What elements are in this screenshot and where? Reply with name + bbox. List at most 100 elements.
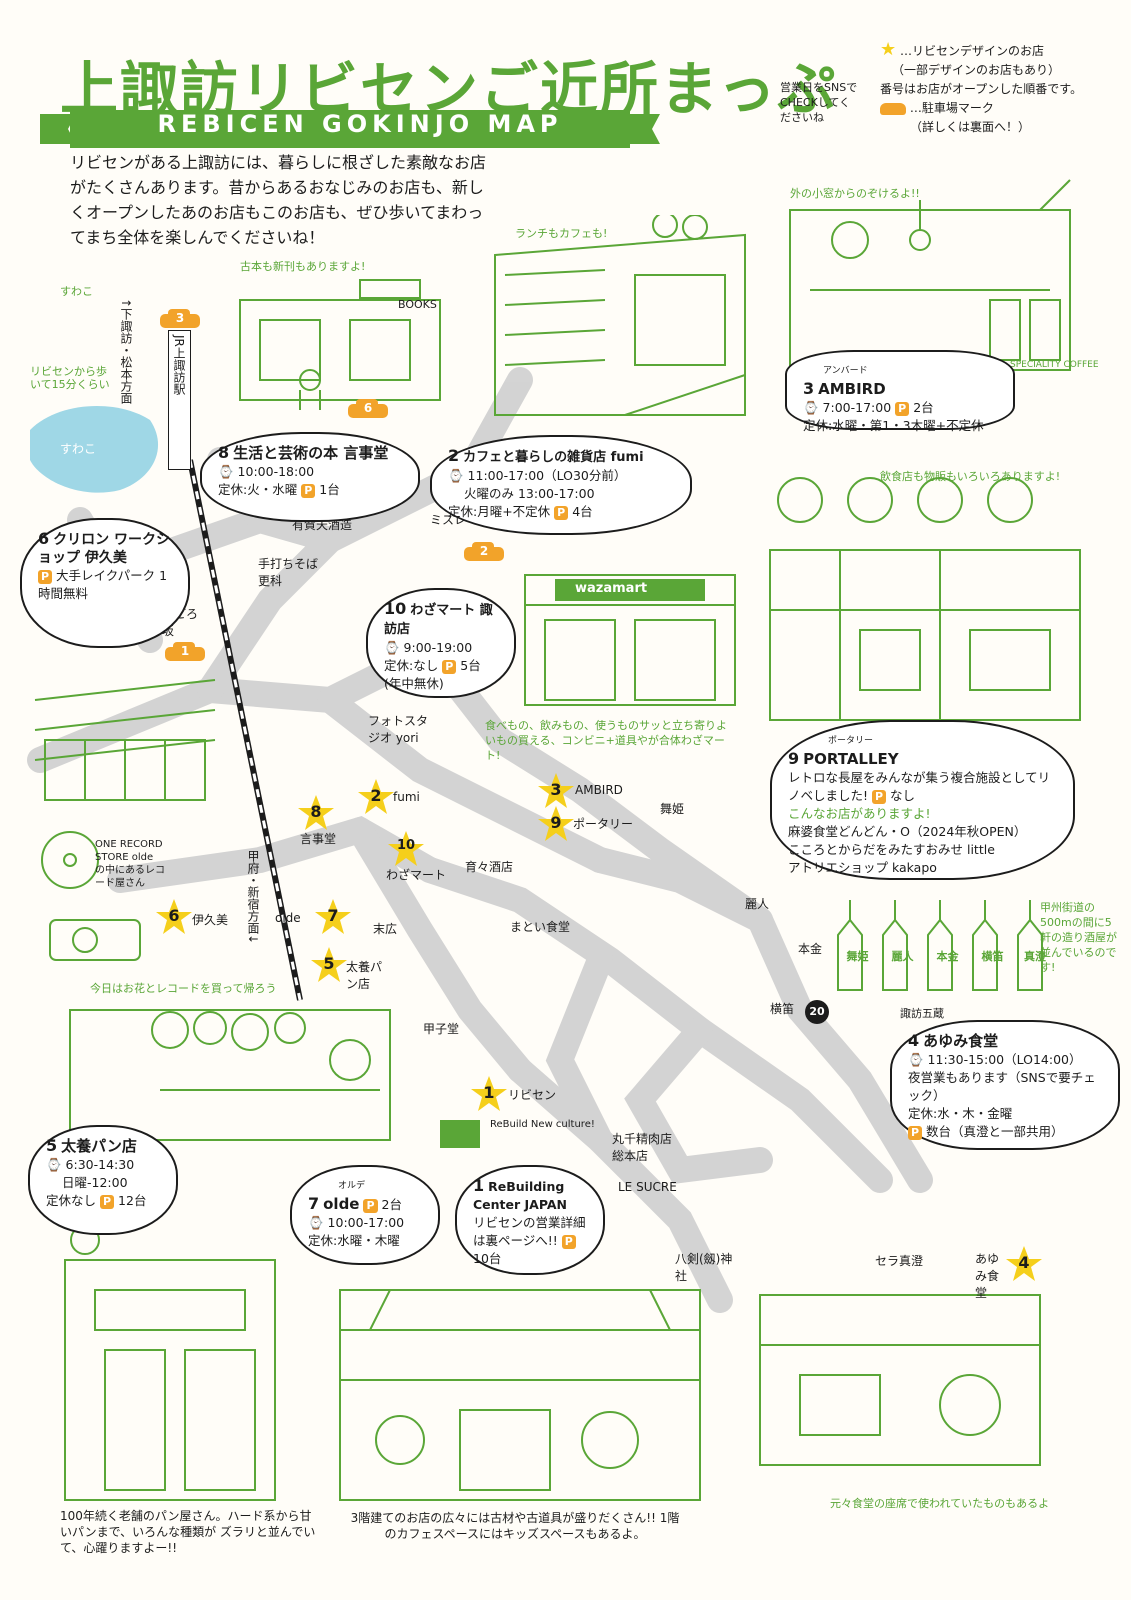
parking-icon: P [442, 660, 457, 674]
marker-label: あゆみ食堂 [975, 1252, 1000, 1300]
shop-bubble-9[interactable]: ポータリー 9 PORTALLEY レトロな長屋をみんなが集う複合施設としてリノ… [770, 720, 1075, 880]
marker-3[interactable]: 3 [537, 772, 575, 810]
title-ribbon [40, 110, 660, 148]
shop-bubble-3[interactable]: アンバード 3 AMBIRD ⌚ 7:00-17:00 P 2台 定休:水曜・第… [785, 350, 1015, 433]
legend-star-sub: （一部デザインのお店もあり） [892, 63, 1061, 77]
marker-label: 言事堂 [300, 832, 337, 846]
shop-bubble-10[interactable]: 10 わざマート 諏訪店 ⌚ 9:00-19:00 定休:なし P 5台 (年中… [366, 588, 516, 698]
shop-num: 8 [218, 443, 230, 462]
wazamart-note: 食べもの、飲みもの、使うものサッと立ち寄りよいもの買える、コンビニ+道具やが合体… [485, 719, 727, 762]
shop-parking: 2台 [381, 1197, 402, 1212]
shop-parking: 5台 [460, 658, 481, 673]
shop-hours: 9:00-19:00 [403, 640, 473, 655]
bakery-scene-illustration [64, 1225, 276, 1501]
shop-parking: なし [890, 788, 916, 803]
flower-note: 今日はお花とレコードを買って帰ろう [90, 982, 277, 995]
parking-icon: P [100, 1195, 115, 1209]
shop-label: LE SUCRE [618, 1180, 677, 1194]
marker-label: ポータリー [573, 817, 634, 831]
sake-brand: 舞姫 [846, 950, 869, 963]
parking-icon: P [363, 1199, 378, 1213]
station-label: JR上諏訪駅 [168, 330, 191, 470]
parking-car-icon[interactable]: 6 [346, 398, 390, 420]
shop-bubble-1[interactable]: 1 ReBuilding Center JAPAN リビセンの営業詳細は裏ページ… [455, 1165, 605, 1275]
parking-car-icon[interactable]: 3 [158, 308, 202, 330]
record-note: ONE RECORD STORE olde の中にあるレコード屋さん [95, 839, 165, 889]
shop-closed: 定休なし [46, 1193, 97, 1208]
shop-label: 甲子堂 [423, 1022, 460, 1036]
marker-number: 4 [1018, 1253, 1030, 1272]
shop-bubble-8[interactable]: 8 生活と芸術の本 言事堂 ⌚ 10:00-18:00 定休:火・水曜 P 1台 [200, 432, 420, 522]
shop-bubble-6[interactable]: 6 クリロン ワークショップ 伊久美 P 大手レイクパーク 1時間無料 [20, 518, 190, 648]
marker-1[interactable]: 1 [470, 1075, 508, 1113]
shop-hours: 6:30-14:30 [65, 1157, 135, 1172]
marker-number: 3 [550, 780, 562, 799]
marker-label: 太養パン店 [346, 960, 383, 991]
shop-name: クリロン ワークショップ 伊久美 [38, 532, 170, 566]
coffee-note: 外の小窓からのぞけるよ!! [790, 187, 920, 200]
sake-brand: 本金 [936, 950, 959, 963]
shop-label: 育々酒店 [465, 860, 514, 874]
shop-label: フォトスタジオ yori [368, 714, 429, 745]
shop-hours: 11:30-15:00（LO14:00） [927, 1052, 1082, 1067]
parking-car-icon[interactable]: 2 [462, 541, 506, 563]
shop-bubble-7[interactable]: オルデ 7 olde P 2台 ⌚ 10:00-17:00 定休:水曜・木曜 [290, 1165, 440, 1265]
shop-num: 7 [308, 1194, 320, 1213]
shop-parking: 1台 [319, 482, 340, 497]
shop-parking: 12台 [118, 1193, 147, 1208]
books-note: 古本も新刊もありますよ! [240, 260, 366, 273]
sake-brand-row: 舞姫 麗人 本金 横笛 真澄 [835, 948, 1055, 964]
marker-5[interactable]: 5 [310, 946, 348, 984]
shop-num: 4 [908, 1031, 920, 1050]
parking-icon: P [872, 790, 887, 804]
shop-parking: 10台 [473, 1251, 502, 1266]
marker-7[interactable]: 7 [314, 898, 352, 936]
shop-label: まとい食堂 [510, 920, 571, 934]
sake-brand: 横笛 [981, 950, 1004, 963]
parking-icon: P [895, 402, 910, 416]
specialty-label: SPECIALITY COFFEE [1010, 360, 1099, 370]
shop-bubble-5[interactable]: 5 太養パン店 ⌚ 6:30-14:30 日曜-12:00 定休なし P 12台 [28, 1125, 178, 1235]
kofu-direction: 甲府・新宿方面↓ [246, 850, 260, 945]
sns-note: 営業日をSNSでCHECKしてくださいね [780, 81, 858, 124]
parking-icon: P [301, 484, 316, 498]
marker-9[interactable]: 9 [537, 805, 575, 843]
shop-num: 2 [448, 446, 460, 465]
shop-label: 舞姫 [660, 802, 685, 816]
marker-number: 7 [327, 906, 339, 925]
shop-bubble-2[interactable]: 2 カフェと暮らしの雑貨店 fumi ⌚ 11:00-17:00（LO30分前）… [430, 435, 692, 535]
shop-name: ReBuilding Center JAPAN [473, 1179, 567, 1212]
car-number: 6 [363, 401, 373, 415]
marker-10[interactable]: 10 [387, 830, 425, 868]
marker-label: olde [275, 911, 301, 925]
shop-name: olde [323, 1195, 360, 1213]
marker-8[interactable]: 8 [297, 794, 335, 832]
marker-number: 5 [323, 954, 335, 973]
shop-hours-2: 夜営業もあります（SNSで要チェック） [908, 1070, 1096, 1103]
ayumi-scene-illustration [759, 1294, 1041, 1466]
shop-bubble-4[interactable]: 4 あゆみ食堂 ⌚ 11:30-15:00（LO14:00） 夜営業もあります（… [890, 1020, 1120, 1150]
legend-car-sub: （詳しくは裏面へ！） [910, 120, 1031, 134]
shop-name: カフェと暮らしの雑貨店 fumi [463, 450, 644, 465]
legend-star-text: …リビセンデザインのお店 [899, 44, 1044, 58]
portalley-note: 飲食店も物販もいろいろありますよ! [880, 470, 1061, 483]
sake-brand: 真澄 [1024, 950, 1046, 963]
marker-number: 8 [310, 802, 322, 821]
shop-ruby: アンバード [823, 366, 868, 376]
marker-6[interactable]: 6 [155, 898, 193, 936]
parking-car-icon[interactable]: 1 [163, 641, 207, 663]
kurimi-scene-illustration [34, 679, 216, 801]
car-number: 2 [479, 544, 489, 558]
shop-hours: 10:00-18:00 [237, 464, 315, 479]
shop-label: 八剣(劔)神社 [675, 1252, 733, 1283]
books-sign: BOOKS [398, 298, 437, 311]
shop-desc: リビセンの営業詳細は裏ページへ!! [473, 1215, 586, 1248]
marker-4[interactable]: 4 [1005, 1245, 1043, 1283]
suwako-note: リビセンから歩いて15分くらい [30, 365, 110, 391]
marker-2[interactable]: 2 [357, 778, 395, 816]
shop-label: セラ真澄 [875, 1254, 924, 1268]
rebuilding-scene-illustration [339, 1289, 701, 1501]
marker-label: AMBIRD [575, 783, 623, 797]
legend-number-note: 番号はお店がオープンした順番です。 [880, 82, 1083, 96]
shop-name: 生活と芸術の本 言事堂 [233, 444, 389, 462]
